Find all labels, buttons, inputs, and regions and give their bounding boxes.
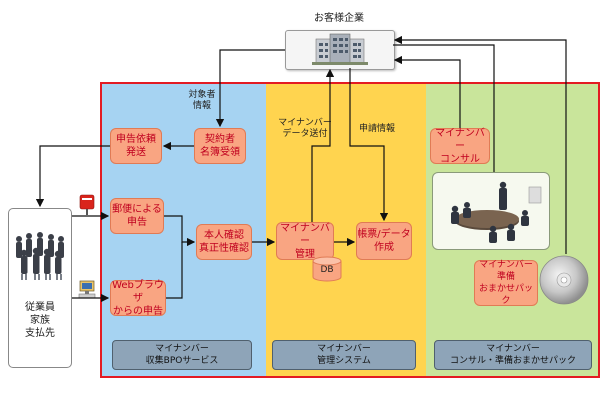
meeting-image [432, 172, 550, 250]
customer-label: お客様企業 [314, 13, 364, 24]
db-cylinder: DB [312, 256, 342, 282]
disc-image [538, 254, 590, 306]
office-building-icon [312, 33, 368, 65]
database-icon [312, 256, 342, 282]
arrow-mgmt-to-customer [311, 68, 335, 222]
db-label: DB [320, 265, 334, 275]
arrow-mail-to-identity [164, 215, 196, 247]
bpo-system-box: マイナンバー 収集BPOサービス [112, 340, 252, 370]
arrow-meeting-to-customer [393, 44, 495, 172]
employee-box: 従業員 家族 支払先 [8, 208, 72, 368]
arrow-customer-to-roster [215, 49, 285, 128]
mailbox-icon [79, 194, 95, 215]
mgmt-system-box: マイナンバー 管理システム [272, 340, 416, 370]
web-report-node: Webブラウザ からの申告 [110, 280, 166, 317]
mail-report-node: 郵便による 申告 [110, 198, 164, 234]
application-info-label: 申請情報 [358, 124, 395, 134]
request-send-node: 申告依頼 発送 [110, 128, 162, 164]
arrow-request-to-employees [35, 145, 110, 208]
target-info-label: 対象者 情報 [188, 90, 216, 111]
customer-box [285, 30, 395, 70]
mailbox-image [78, 194, 96, 216]
arrow-customer-to-form [349, 68, 389, 222]
people-crowd-icon [16, 232, 64, 280]
arrow-pack-to-customer [393, 35, 567, 254]
contract-roster-node: 契約者 名簿受領 [194, 128, 246, 164]
identity-check-node: 本人確認 真正性確認 [196, 224, 252, 260]
arrow-web-to-identity [166, 242, 183, 299]
employee-label: 従業員 家族 支払先 [25, 302, 55, 339]
form-create-node: 帳票/データ 作成 [356, 222, 412, 260]
arrow-consult-to-customer [393, 55, 461, 128]
mynumber-consult-node: マイナンバー コンサル [430, 128, 490, 165]
mynumber-send-label: マイナンバー データ送付 [278, 118, 332, 139]
meeting-icon [451, 181, 542, 243]
prep-pack-node: マイナンバー 準備 おまかせパック [474, 260, 538, 306]
cd-disc-icon [539, 255, 589, 305]
mynumber-mgmt-node: マイナンバー 管理 [276, 222, 334, 260]
consult-system-box: マイナンバー コンサル・準備おまかせパック [434, 340, 592, 370]
